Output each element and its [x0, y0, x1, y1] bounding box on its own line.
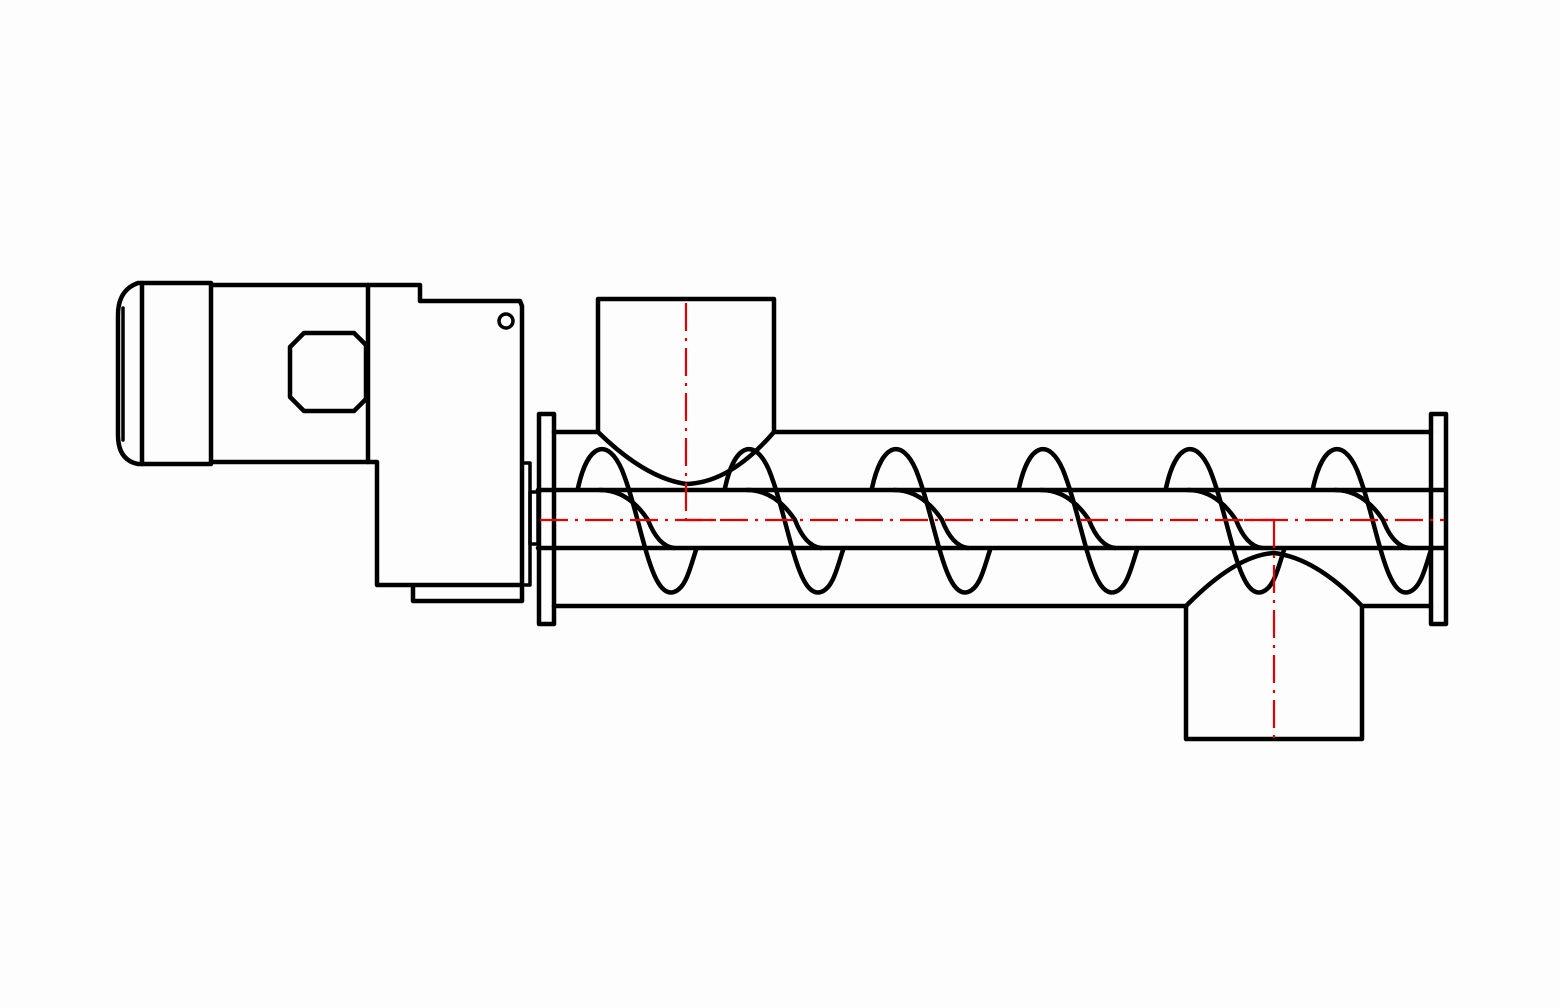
motor-end-bell — [139, 280, 214, 467]
outlet-chute — [1183, 550, 1365, 742]
inlet-hopper-body — [595, 296, 777, 435]
outlet-chute-intersection — [1183, 550, 1365, 609]
motor-terminal-box — [287, 330, 369, 414]
screw-flight — [1016, 447, 1140, 595]
screw-flight-back-edge — [891, 487, 971, 551]
trough-tube — [551, 429, 1434, 609]
gearbox — [365, 282, 540, 604]
screw-flight — [575, 447, 699, 595]
motor-body — [208, 282, 371, 465]
screw-flight — [869, 447, 993, 595]
gearbox-foot — [410, 584, 525, 604]
screw-flight — [1310, 447, 1434, 595]
gearbox-vent-plug — [497, 312, 515, 330]
screw-flight — [1163, 447, 1287, 595]
motor-fan-cover — [115, 280, 145, 467]
gearbox-housing — [365, 282, 525, 588]
drive-motor — [115, 280, 371, 467]
screw-flight-back-edge — [1332, 487, 1412, 551]
outlet-chute-body — [1183, 603, 1365, 742]
screw-flight-back-edge — [744, 487, 824, 551]
centerlines — [540, 303, 1444, 738]
screw-flight — [722, 447, 846, 595]
